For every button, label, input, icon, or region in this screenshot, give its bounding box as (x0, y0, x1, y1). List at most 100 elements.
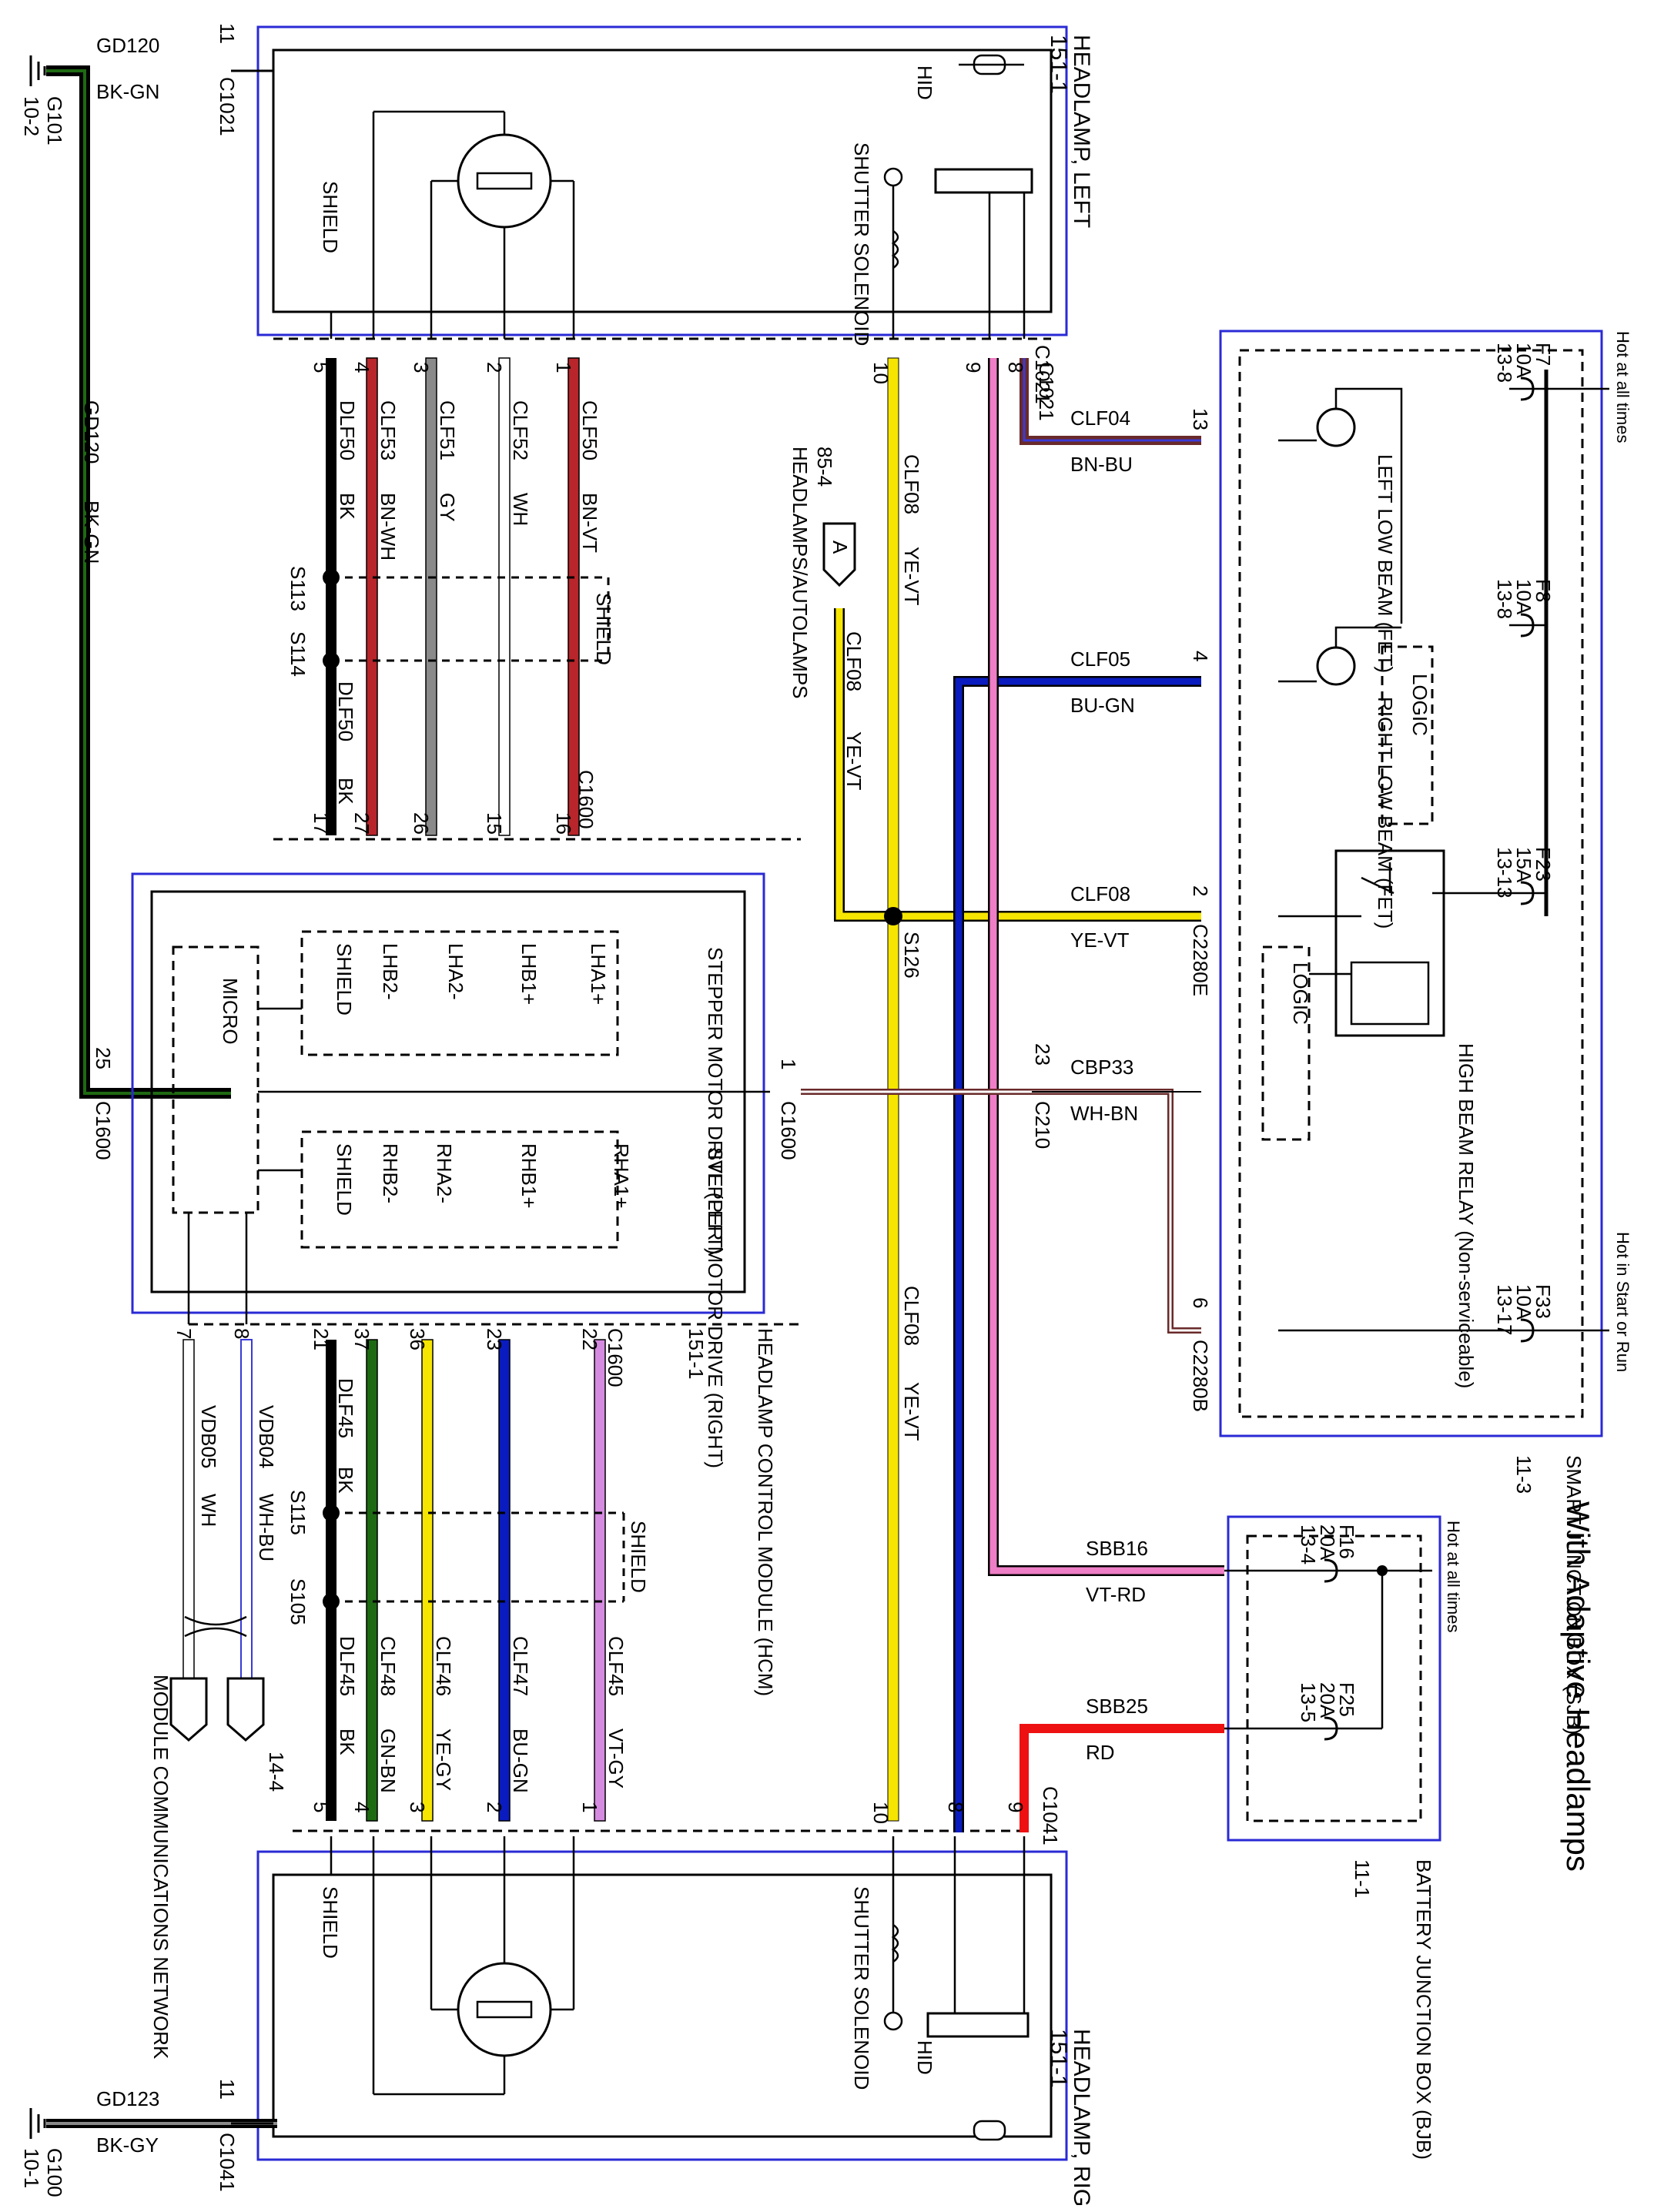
fuse-symbol (1520, 376, 1535, 401)
clf08-relay-pin: 2 (1189, 885, 1212, 896)
net-wire1-pin: 7 (172, 1328, 196, 1339)
fuse-rating: 10A (1512, 579, 1535, 615)
fuse-ref: 13-8 (1493, 579, 1516, 619)
fuse-rating: 10A (1512, 1284, 1535, 1320)
clf04-circuit: CLF04 (1070, 407, 1130, 430)
clf04-color: BN-BU (1070, 453, 1133, 476)
right-wire-circuit: CLF46 (432, 1636, 455, 1696)
net-label: MODULE COMMUNICATIONS NETWORK (149, 1675, 172, 2060)
hcm-left-drive: STEPPER MOTOR DRIVE (LEFT) (704, 947, 727, 1255)
network-wires: 7 VDB05 WH 8 VDB04 WH-BU MODULE COMMUNIC… (149, 1328, 288, 2060)
right-shield-label: SHIELD (627, 1521, 650, 1593)
hcm-micro: MICRO (219, 978, 242, 1045)
fuse-name: F33 (1532, 1284, 1555, 1319)
sjb-ref: 11-3 (1512, 1455, 1535, 1494)
right-c1600: C1600 (604, 1328, 627, 1387)
left-wire-pin-bottom: 27 (350, 812, 373, 835)
clf05-color: BU-GN (1070, 694, 1135, 717)
hl-left-hid: HID (913, 65, 936, 100)
cbp33-pin: 23 (1031, 1043, 1054, 1066)
left-wire-pin-bottom: 16 (552, 812, 575, 835)
sjb-right-low: RIGHT LOW BEAM (FET) (1374, 697, 1397, 929)
hl-right-ground-connector: C1041 (216, 2133, 239, 2192)
left-wire-circuit: CLF50 (578, 400, 601, 460)
sjb-hot-start: Hot in Start or Run (1613, 1232, 1632, 1372)
left-wire-color: WH (509, 493, 532, 526)
left-wire-pin-top: 3 (410, 362, 433, 373)
sbb25-circuit: SBB25 (1086, 1695, 1148, 1718)
hcm-label: HEADLAMP CONTROL MODULE (HCM) (754, 1328, 777, 1696)
clf08-top-circuit: CLF08 (900, 454, 923, 514)
diagram-title: With Adaptive Headlamps (1560, 1501, 1596, 1872)
fuse-ref: 13-4 (1297, 1524, 1320, 1564)
right-wire-circuit: CLF45 (604, 1636, 628, 1696)
clf08-bot-pin: 10 (869, 1802, 892, 1824)
clf08-relay-color: YE-VT (1070, 929, 1130, 952)
right-wire-circuit: DLF45 (336, 1636, 359, 1696)
hl-left-shutter: SHUTTER SOLENOID (850, 142, 873, 346)
hcm-ground-connector: C1600 (92, 1101, 115, 1160)
autolamps-ref: 85-4 (813, 447, 836, 487)
bjb-label: BATTERY JUNCTION BOX (BJB) (1412, 1859, 1435, 2160)
cbp33-connector-b: C2280B (1189, 1340, 1212, 1412)
sjb-logic-1: LOGIC (1408, 674, 1431, 736)
clf08-top-color: YE-VT (900, 547, 923, 606)
hl-left-label: HEADLAMP, LEFT (1069, 35, 1094, 228)
gd120-top-circuit: GD120 (96, 34, 159, 57)
left-wire-color: BK (336, 493, 359, 520)
hl-left-shield: SHIELD (319, 181, 342, 253)
ground-g101: G101 10-2 (20, 55, 66, 146)
splice-s113: S113 (286, 566, 310, 611)
sbb25-lamp-pin: 9 (1004, 1802, 1027, 1812)
fuse-rating: 10A (1512, 343, 1535, 379)
left-c1600: C1600 (574, 770, 598, 829)
right-harness: S115 S105 SHIELD DLF45 BK C1600 21DLF45B… (286, 1328, 1032, 1832)
hcm-left-pin: SHIELD (333, 943, 356, 1016)
right-wire-pin-bottom: 4 (350, 1802, 373, 1812)
hcm-right-pin: RHA1+ (610, 1143, 633, 1209)
hl-left-ref: 151-1 (1046, 35, 1071, 94)
bjb-hot-all: Hot at all times (1444, 1521, 1463, 1633)
hl-right-shutter: SHUTTER SOLENOID (850, 1886, 873, 2090)
right-wire-pin-top: 36 (406, 1328, 429, 1350)
sjb-hot-all: Hot at all times (1613, 331, 1632, 443)
gd120-side-circuit: GD120 (80, 400, 103, 463)
right-wire-color: YE-GY (432, 1728, 455, 1791)
fuse-ref: 13-17 (1493, 1284, 1516, 1336)
right-wire-pin-top: 23 (483, 1328, 506, 1350)
headlamp-left: HEADLAMP, LEFT 151-1 HID SHUTTER SOLENOI… (231, 25, 1094, 404)
autolamps-label: HEADLAMPS/AUTOLAMPS (788, 447, 812, 699)
hcm-right-pin: RHA2- (433, 1143, 456, 1203)
left-wire-pin-bottom: 17 (310, 812, 333, 835)
fuse-name: F16 (1335, 1524, 1358, 1559)
right-wire-pin-bottom: 3 (406, 1802, 429, 1812)
right-wire-color: VT-GY (604, 1728, 628, 1789)
clf05-circuit: CLF05 (1070, 648, 1130, 671)
net-wire2-pin: 8 (230, 1328, 253, 1339)
clf08-bot-color: YE-VT (900, 1382, 923, 1441)
sbb25-color: RD (1086, 1741, 1115, 1764)
ground-g100: G100 10-1 GD123 BK-GY 11 C1041 (20, 2079, 277, 2197)
hl-left-ground-connector: C1021 (216, 77, 239, 136)
clf05-pin: 4 (1189, 651, 1212, 661)
headlamp-right: HEADLAMP, RIGHT 151-1 HID SHUTTER SOLENO… (256, 1786, 1094, 2212)
left-wire-pin-top: 5 (310, 362, 333, 373)
bjb-ref: 11-1 (1351, 1859, 1374, 1898)
fuse-name: F25 (1335, 1682, 1358, 1717)
autolamps-circuit: CLF08 (842, 631, 866, 691)
splice-s115: S115 (286, 1490, 310, 1535)
right-wire-pin-bottom: 2 (483, 1802, 506, 1812)
left-wire-circuit: DLF50 (336, 400, 359, 460)
sjb-left-low: LEFT LOW BEAM (FET) (1374, 454, 1397, 673)
cbp33-color: WH-BN (1070, 1102, 1138, 1125)
fuse-symbol (1520, 881, 1535, 905)
left-lower-circuit: DLF50 (334, 681, 357, 741)
sjb-label: SMART JUNCTION BOX (SJB) (1562, 1455, 1585, 1735)
hl-right-ground-pin: 11 (216, 2079, 239, 2100)
g100-label: G100 (43, 2148, 66, 2197)
fuse-name: F7 (1532, 343, 1555, 366)
cbp33-pin-b: 6 (1189, 1297, 1212, 1308)
fuse-symbol (1520, 1318, 1535, 1343)
fuse-name: F8 (1532, 579, 1555, 602)
